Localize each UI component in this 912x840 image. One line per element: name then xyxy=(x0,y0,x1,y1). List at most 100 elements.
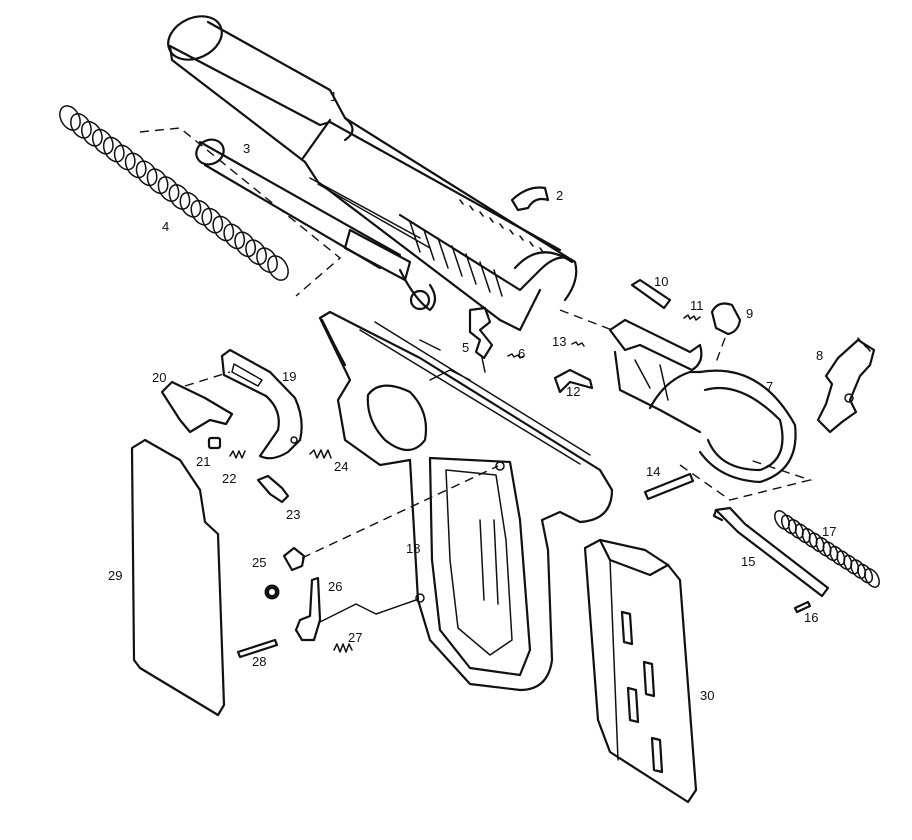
part-21 xyxy=(207,436,222,450)
spring-coil xyxy=(168,184,191,210)
part-23 xyxy=(256,474,290,504)
part-19 xyxy=(220,348,303,460)
part-number-label: 27 xyxy=(348,630,362,645)
spring-coil xyxy=(787,519,804,539)
part-number-label: 10 xyxy=(654,274,668,289)
part-12 xyxy=(553,341,594,394)
part-number-label: 3 xyxy=(243,141,250,156)
part-number-label: 1 xyxy=(330,89,337,104)
part-number-label: 13 xyxy=(552,334,566,349)
spring-coil xyxy=(190,199,213,226)
part-25 xyxy=(264,546,306,600)
connector-line xyxy=(714,337,726,366)
part-number-label: 19 xyxy=(282,369,296,384)
part-number-label: 18 xyxy=(406,541,420,556)
part-30-magazine xyxy=(583,538,698,804)
spring-coil xyxy=(808,532,825,553)
part-number-label: 7 xyxy=(766,379,773,394)
part-number-label: 28 xyxy=(252,654,266,669)
spring-coil xyxy=(801,527,818,548)
spring-coil xyxy=(864,568,880,588)
spring-coil xyxy=(70,113,92,139)
spring-coil xyxy=(780,514,797,535)
part-number-label: 24 xyxy=(334,459,348,474)
spring-coil xyxy=(836,550,853,571)
part-breech-block xyxy=(608,318,797,484)
spring-coil xyxy=(102,136,125,163)
part-number-label: 11 xyxy=(690,298,704,313)
spring-coil xyxy=(256,247,278,273)
part-slide xyxy=(167,15,578,332)
connector-line xyxy=(301,465,499,559)
spring-coil xyxy=(815,536,832,557)
part-number-label: 12 xyxy=(566,384,580,399)
part-number-label: 4 xyxy=(162,219,169,234)
spring-coil xyxy=(774,510,790,530)
part-barrel xyxy=(195,138,437,312)
part-frame xyxy=(318,310,614,692)
connector-line xyxy=(319,599,417,623)
part-number-label: 8 xyxy=(816,348,823,363)
part-number-label: 17 xyxy=(822,524,836,539)
part-firing-pin-block xyxy=(468,306,525,373)
spring-coil xyxy=(146,168,169,195)
part-24-spring xyxy=(309,449,332,459)
part-sight xyxy=(510,186,550,212)
spring-coil xyxy=(124,152,147,179)
part-number-label: 14 xyxy=(646,464,660,479)
spring-coil xyxy=(850,559,867,579)
part-10 xyxy=(630,278,672,310)
part-number-label: 15 xyxy=(741,554,755,569)
part-number-label: 16 xyxy=(804,610,818,625)
part-20 xyxy=(160,380,234,434)
spring-coil xyxy=(822,541,839,562)
spring-coil xyxy=(234,231,257,258)
part-29-grip-panel xyxy=(130,438,226,717)
part-28-pin xyxy=(236,638,279,659)
spring-coil xyxy=(201,207,224,234)
part-number-label: 22 xyxy=(222,471,236,486)
connector-line xyxy=(679,459,813,501)
spring-coil xyxy=(829,545,846,566)
part-11-spring xyxy=(683,314,701,321)
part-number-label: 25 xyxy=(252,555,266,570)
part-number-label: 26 xyxy=(328,579,342,594)
spring-coil xyxy=(179,191,202,218)
part-recoil-spring xyxy=(59,105,289,281)
spring-coil xyxy=(794,523,811,544)
part-number-label: 2 xyxy=(556,188,563,203)
part-number-label: 6 xyxy=(518,346,525,361)
part-number-label: 9 xyxy=(746,306,753,321)
spring-coil xyxy=(212,215,235,242)
connector-line xyxy=(139,127,342,297)
spring-coil xyxy=(843,554,860,575)
spring-coil xyxy=(59,105,81,131)
spring-coil xyxy=(223,223,246,250)
spring-coil xyxy=(135,160,158,187)
part-22-spring xyxy=(229,450,246,459)
part-15-firing-pin xyxy=(712,506,830,598)
spring-coil xyxy=(80,120,103,147)
part-9 xyxy=(710,302,742,336)
spring-coil xyxy=(113,144,136,171)
spring-coil xyxy=(157,176,180,202)
part-17-spring xyxy=(774,510,880,588)
spring-coil xyxy=(245,239,268,266)
part-27-spring xyxy=(333,643,353,653)
part-hammer xyxy=(816,337,876,434)
part-number-label: 21 xyxy=(196,454,210,469)
connector-line xyxy=(184,371,231,387)
part-number-label: 5 xyxy=(462,340,469,355)
connector-line xyxy=(559,309,613,331)
part-16 xyxy=(793,600,812,614)
spring-coil xyxy=(857,563,874,584)
part-number-label: 20 xyxy=(152,370,166,385)
spring-coil xyxy=(267,255,289,281)
spring-coil xyxy=(91,128,114,155)
part-number-label: 29 xyxy=(108,568,122,583)
part-number-label: 23 xyxy=(286,507,300,522)
part-14-pin xyxy=(643,472,695,501)
part-26 xyxy=(294,576,322,642)
